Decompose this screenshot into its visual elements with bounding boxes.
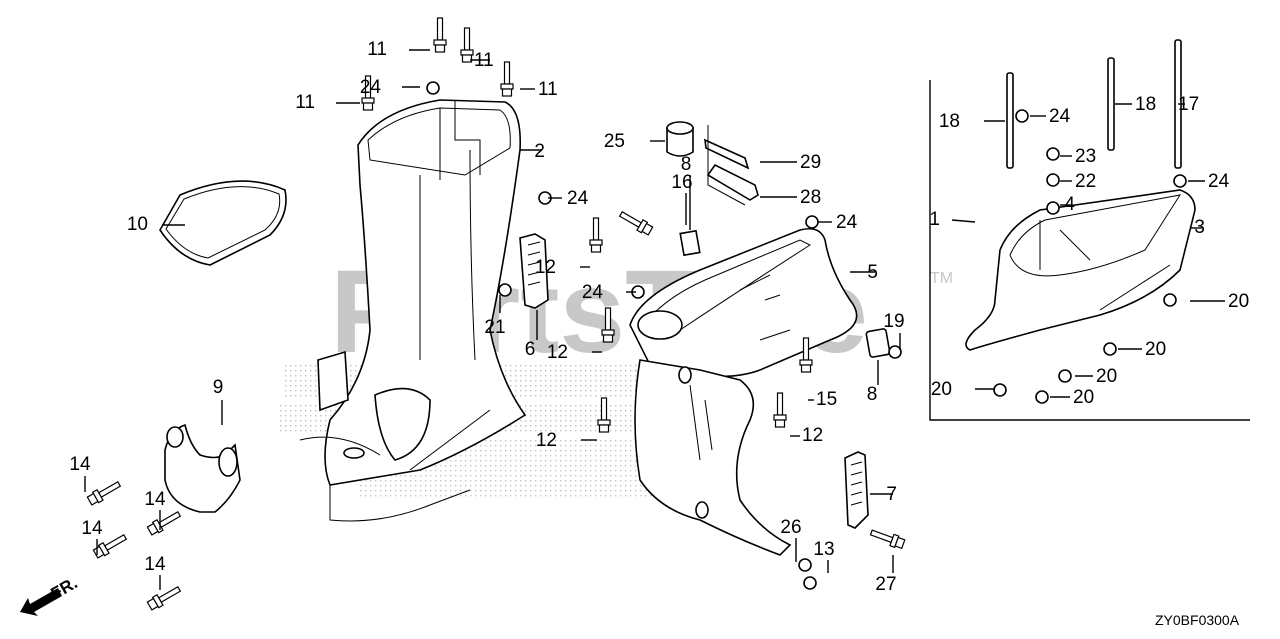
callout-18[interactable]: 18 — [939, 111, 960, 132]
nut[interactable] — [1163, 293, 1177, 307]
bolt[interactable] — [799, 337, 813, 373]
bolt[interactable] — [433, 17, 447, 53]
callout-9[interactable]: 9 — [213, 377, 224, 398]
callout-17[interactable]: 17 — [1178, 94, 1199, 115]
small-parts-top[interactable] — [666, 121, 891, 358]
callout-28[interactable]: 28 — [800, 187, 821, 208]
studs[interactable] — [1006, 39, 1182, 169]
callout-12[interactable]: 12 — [535, 257, 556, 278]
callout-11[interactable]: 11 — [474, 50, 494, 71]
callout-12[interactable]: 12 — [802, 425, 823, 446]
nut[interactable] — [1058, 369, 1072, 383]
callout-8[interactable]: 8 — [867, 384, 878, 405]
bolt[interactable] — [589, 217, 603, 253]
callout-22[interactable]: 22 — [1075, 171, 1096, 192]
leader-line-1 — [951, 219, 976, 223]
callout-8[interactable]: 8 — [681, 154, 692, 175]
callout-4[interactable]: 4 — [1064, 194, 1075, 215]
bolts[interactable] — [86, 17, 1187, 611]
callout-20[interactable]: 20 — [1228, 291, 1249, 312]
bolt[interactable] — [601, 307, 615, 343]
callout-18[interactable]: 18 — [1135, 94, 1156, 115]
nut[interactable] — [1046, 147, 1060, 161]
callout-10[interactable]: 10 — [127, 214, 148, 235]
callout-3[interactable]: 3 — [1194, 217, 1205, 238]
nut[interactable] — [805, 215, 819, 229]
bolt[interactable] — [597, 397, 611, 433]
nut[interactable] — [1046, 173, 1060, 187]
callout-25[interactable]: 25 — [604, 131, 625, 152]
bolt[interactable] — [146, 584, 182, 611]
callout-12[interactable]: 12 — [547, 342, 568, 363]
callout-23[interactable]: 23 — [1075, 146, 1096, 167]
nut[interactable] — [1103, 342, 1117, 356]
callout-7[interactable]: 7 — [886, 484, 897, 505]
callout-24[interactable]: 24 — [836, 212, 858, 233]
callout-20[interactable]: 20 — [1073, 387, 1094, 408]
inset-box — [929, 80, 1250, 421]
bolt[interactable] — [92, 532, 128, 559]
callout-14[interactable]: 14 — [144, 489, 166, 510]
grille-7[interactable] — [844, 451, 869, 529]
callout-24[interactable]: 24 — [360, 77, 382, 98]
mount-case[interactable] — [629, 227, 858, 556]
seal-ring[interactable] — [159, 180, 287, 266]
bolt[interactable] — [361, 75, 375, 111]
nut[interactable] — [798, 558, 812, 572]
exhaust-guide[interactable] — [164, 423, 241, 513]
callout-11[interactable]: 11 — [367, 39, 387, 60]
bolt[interactable] — [86, 479, 122, 506]
nut[interactable] — [498, 283, 512, 297]
nut[interactable] — [803, 576, 817, 590]
extension-case[interactable] — [299, 99, 527, 522]
nut[interactable] — [1035, 390, 1049, 404]
bolt[interactable] — [460, 27, 474, 63]
nut[interactable] — [993, 383, 1007, 397]
nut[interactable] — [1173, 174, 1187, 188]
callout-14[interactable]: 14 — [144, 554, 166, 575]
callout-12[interactable]: 12 — [536, 430, 557, 451]
callout-27[interactable]: 27 — [875, 574, 896, 595]
callout-26[interactable]: 26 — [780, 517, 801, 538]
callout-29[interactable]: 29 — [800, 152, 821, 173]
grille-6[interactable] — [519, 233, 549, 309]
callout-16[interactable]: 16 — [671, 172, 692, 193]
callout-24[interactable]: 24 — [1208, 171, 1230, 192]
callout-15[interactable]: 15 — [816, 389, 837, 410]
callout-11[interactable]: 11 — [538, 79, 558, 100]
callout-24[interactable]: 24 — [1049, 106, 1071, 127]
callout-20[interactable]: 20 — [1096, 366, 1117, 387]
leader-lines — [84, 49, 1225, 590]
oil-case[interactable] — [965, 189, 1196, 351]
nut[interactable] — [888, 345, 902, 359]
watermark-trademark: TM — [930, 270, 953, 287]
bolt[interactable] — [618, 209, 654, 236]
front-indicator: FR. — [20, 573, 81, 616]
nut[interactable] — [1046, 201, 1060, 215]
callout-5[interactable]: 5 — [867, 262, 878, 283]
callout-14[interactable]: 14 — [81, 518, 103, 539]
callout-24[interactable]: 24 — [582, 282, 604, 303]
callout-24[interactable]: 24 — [567, 188, 589, 209]
callout-13[interactable]: 13 — [813, 539, 834, 560]
callout-6[interactable]: 6 — [525, 339, 536, 360]
bolt[interactable] — [146, 509, 182, 536]
front-arrow-icon — [20, 588, 62, 616]
diagram-code: ZY0BF0300A — [1155, 612, 1240, 628]
callout-21[interactable]: 21 — [484, 317, 505, 338]
bolt[interactable] — [869, 527, 906, 550]
callout-11[interactable]: 11 — [295, 92, 315, 113]
bolt[interactable] — [500, 61, 514, 97]
nut[interactable] — [426, 81, 440, 95]
nut[interactable] — [1015, 109, 1029, 123]
bolt[interactable] — [773, 392, 787, 428]
callout-20[interactable]: 20 — [1145, 339, 1166, 360]
callout-1[interactable]: 1 — [929, 209, 940, 230]
callout-19[interactable]: 19 — [883, 311, 904, 332]
callout-14[interactable]: 14 — [69, 454, 91, 475]
callout-20[interactable]: 20 — [931, 379, 952, 400]
callout-2[interactable]: 2 — [534, 141, 545, 162]
